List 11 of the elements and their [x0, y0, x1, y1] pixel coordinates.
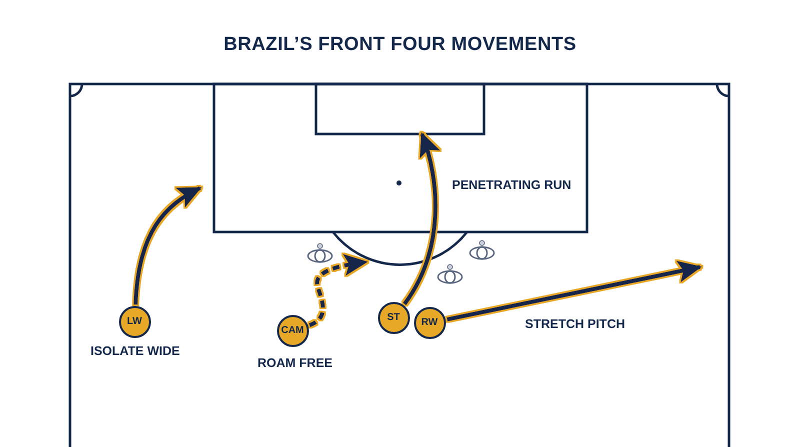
movement-caption: ISOLATE WIDE: [90, 344, 180, 358]
edge-label: STRETCH PITCH: [523, 317, 627, 331]
player-marker: LW: [118, 306, 150, 338]
player-marker: RW: [414, 306, 446, 338]
movement-arrow: [134, 186, 202, 305]
movement-caption: ROAM FREE: [258, 356, 332, 370]
movement-arrow: [446, 260, 702, 322]
player-marker: CAM: [276, 314, 308, 346]
player-marker: ST: [378, 302, 410, 334]
edge-label: PENETRATING RUN: [450, 178, 574, 192]
diagram-title: BRAZIL’S FRONT FOUR MOVEMENTS: [222, 34, 578, 56]
